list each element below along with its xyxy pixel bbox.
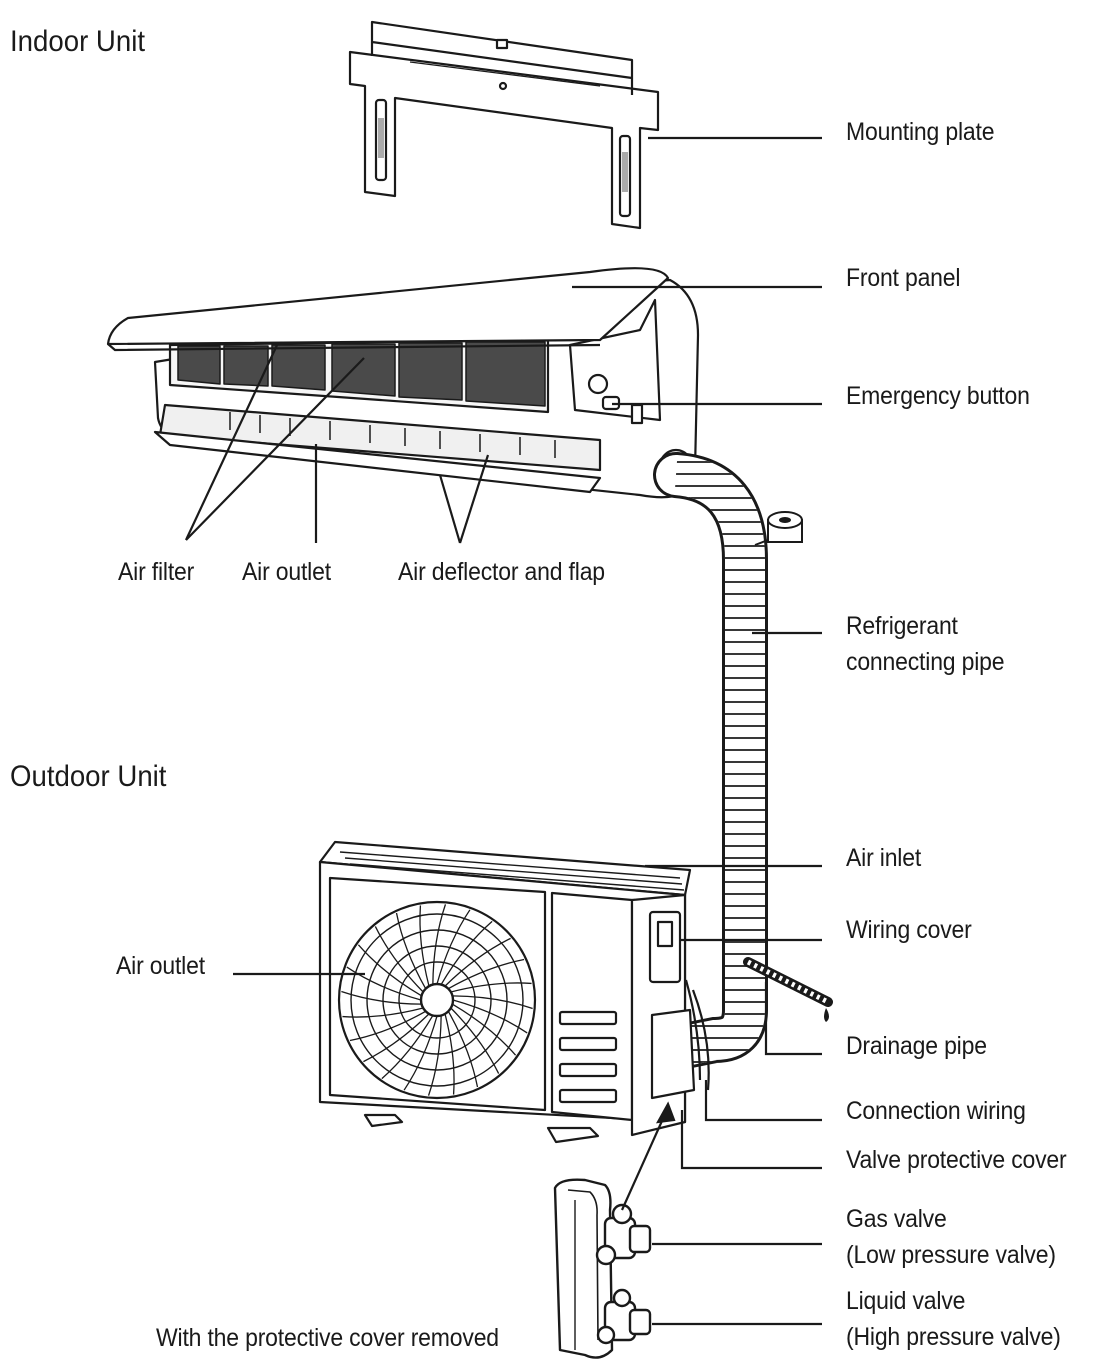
fan-grille-spoke	[374, 926, 424, 993]
label-liquid-valve-1: Liquid valve	[846, 1287, 966, 1315]
fan-grille-spoke	[447, 958, 525, 990]
fan-grille-spoke	[403, 1015, 438, 1091]
leader-lines	[185, 136, 822, 1326]
label-air-deflector: Air deflector and flap	[398, 558, 605, 586]
label-air-outlet-outdoor: Air outlet	[116, 952, 205, 980]
label-drainage-pipe: Drainage pipe	[846, 1032, 987, 1060]
fan-grille-spoke	[349, 1010, 427, 1042]
fan-grille-spoke	[452, 999, 528, 1034]
fan-grille-spoke	[444, 1013, 455, 1095]
fan-grille-spoke	[357, 944, 422, 997]
label-air-inlet: Air inlet	[846, 844, 922, 872]
fan-grille-spoke	[427, 1015, 442, 1096]
fan-grille-spoke	[341, 990, 422, 1005]
fan-grille-spoke	[436, 909, 471, 985]
label-cover-removed: With the protective cover removed	[156, 1324, 499, 1352]
fan-grille-spoke	[452, 995, 533, 1010]
outdoor-unit-heading: Outdoor Unit	[10, 760, 167, 793]
fan-grille-spoke	[444, 937, 511, 987]
fan-grille-spoke	[381, 1015, 434, 1080]
label-front-panel: Front panel	[846, 264, 961, 292]
label-gas-valve-1: Gas valve	[846, 1205, 947, 1233]
fan-grille-spoke	[395, 912, 427, 990]
fan-grille-spoke	[342, 1007, 424, 1018]
fan-grille-spoke	[452, 1003, 517, 1056]
fan-grille-spoke	[432, 904, 447, 985]
fan-grille-spoke	[346, 966, 422, 1001]
valve-closeup-drawing	[553, 1178, 652, 1359]
fan-grille-spoke	[450, 982, 532, 993]
label-valve-protective-cover: Valve protective cover	[846, 1146, 1067, 1174]
label-refrigerant-pipe-1: Refrigerant	[846, 612, 958, 640]
label-air-filter: Air filter	[118, 558, 195, 586]
label-emergency-button: Emergency button	[846, 382, 1030, 410]
label-refrigerant-pipe-2: connecting pipe	[846, 648, 1005, 676]
fan-grille-spoke	[363, 1013, 430, 1063]
label-liquid-valve-2: (High pressure valve)	[846, 1323, 1061, 1351]
fan-grille-spoke	[447, 1010, 479, 1088]
mounting-plate-drawing	[348, 20, 660, 230]
fan-grille-spoke	[440, 920, 493, 985]
refrigerant-pipe-drawing	[653, 452, 833, 1068]
label-wiring-cover: Wiring cover	[846, 916, 972, 944]
fan-grille-spoke	[419, 905, 430, 987]
label-connection-wiring: Connection wiring	[846, 1097, 1026, 1125]
label-air-outlet-indoor: Air outlet	[242, 558, 331, 586]
label-gas-valve-2: (Low pressure valve)	[846, 1241, 1056, 1269]
label-mounting-plate: Mounting plate	[846, 118, 995, 146]
indoor-unit-drawing	[106, 267, 700, 499]
outdoor-unit-drawing	[318, 840, 710, 1144]
fan-grille-spoke	[450, 1007, 500, 1074]
indoor-unit-heading: Indoor Unit	[10, 25, 146, 58]
